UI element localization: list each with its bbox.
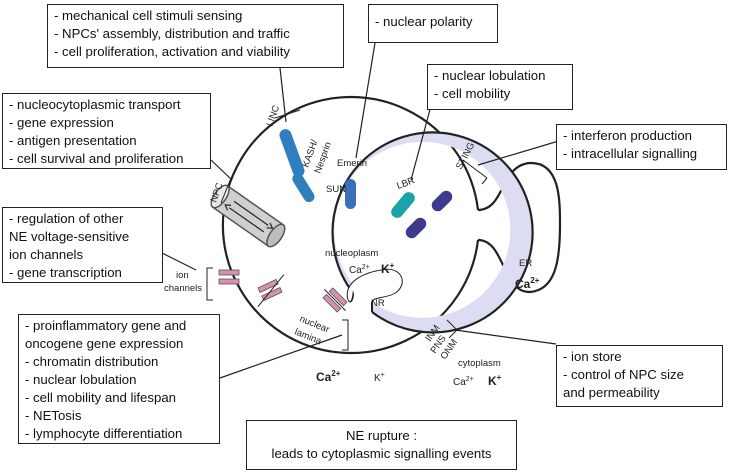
npc-pore [210,184,286,248]
k-cytoplasm-small-label: K+ [374,372,385,384]
ca-cytoplasm-small-label: Ca2+ [453,376,474,388]
ion-channel-inm [257,274,285,307]
ion-store-function-1: - ion store [563,349,622,364]
ion-channel-onm [218,269,240,285]
lbr-protein [391,192,415,218]
nucleoplasm-label: nucleoplasm [325,248,378,259]
linc-function-1: - mechanical cell stimuli sensing [54,8,243,23]
polarity-function-box: - nuclear polarity [368,4,498,43]
sting-protein [405,190,453,239]
ne-rupture-subtitle: leads to cytoplasmic signalling events [271,446,492,461]
lbr-function-box: - nuclear lobulation - cell mobility [427,64,573,110]
emerin-protein [345,179,356,209]
lbr-function-1: - nuclear lobulation [434,68,546,83]
lamina-function-3: - chromatin distribution [25,354,159,369]
ca-cytoplasm-big-label: Ca2+ [316,369,341,384]
linc-bracket [274,109,301,119]
ion-channel-function-3: ion channels [9,247,84,262]
ion-channel-function-1: - regulation of other [9,211,124,226]
ion-channels-label-2: channels [164,283,202,294]
er-label: ER [519,258,532,269]
ne-rupture-box: NE rupture : leads to cytoplasmic signal… [246,420,517,470]
lbr-function-2: - cell mobility [434,86,511,101]
npc-function-3: - antigen presentation [9,133,137,148]
ion-channel-function-2: NE voltage-sensitive [9,229,130,244]
ion-store-function-box: - ion store - control of NPC size and pe… [556,345,723,407]
ion-channels-label-1: ion [176,270,189,281]
nr-label: NR [371,298,385,309]
emerin-label: Emerin [337,158,367,169]
sting-function-2: - intracellular signalling [563,146,698,161]
npc-function-4: - cell survival and proliferation [9,151,184,166]
inner-nuclear-membrane [331,131,534,334]
cytoplasm-label: cytoplasm [458,358,501,369]
lamina-function-1: - proinflammatory gene and [25,318,187,333]
k-nucleoplasm-label: K+ [381,261,395,276]
ca-er-label: Ca2+ [515,276,540,291]
linc-function-box: - mechanical cell stimuli sensing - NPCs… [47,4,344,68]
sting-bracket [462,159,488,185]
sun-label: SUN [326,184,346,195]
ion-channels-bracket [206,267,213,301]
lamina-function-2: oncogene gene expression [25,336,184,351]
linc-label: LINC [264,104,282,128]
polarity-function-1: - nuclear polarity [375,14,473,29]
sting-function-1: - interferon production [563,128,693,143]
npc-function-1: - nucleocytoplasmic transport [9,97,181,112]
lamina-function-7: - lymphocyte differentiation [25,426,183,441]
linc-function-3: - cell proliferation, activation and via… [54,44,291,59]
sting-function-box: - interferon production - intracellular … [556,124,727,170]
npc-function-2: - gene expression [9,115,114,130]
ion-channel-function-box: - regulation of other NE voltage-sensiti… [2,207,163,283]
linc-function-2: - NPCs' assembly, distribution and traff… [54,26,290,41]
ion-store-function-2: - control of NPC size [563,367,684,382]
npc-bracket [220,177,232,204]
lamina-bracket [342,319,349,351]
k-cytoplasm-big-label: K+ [488,373,502,388]
ion-channel-nr [322,287,348,313]
linc-complex [279,129,315,203]
lamina-function-6: - NETosis [25,408,82,423]
ne-rupture-title: NE rupture : [345,428,418,443]
ion-channel-function-4: - gene transcription [9,265,122,280]
npc-function-box: - nucleocytoplasmic transport - gene exp… [2,93,211,169]
lbr-label: LBR [395,175,416,192]
outer-nuclear-membrane [221,95,480,355]
lamina-function-box: - proinflammatory gene and oncogene gene… [18,314,220,444]
lamina-function-4: - nuclear lobulation [25,372,137,387]
connector-lines [159,42,563,379]
ion-store-function-3: and permeability [563,385,660,400]
lamina-function-5: - cell mobility and lifespan [25,390,176,405]
ca-nucleoplasm-label: Ca2+ [349,264,370,276]
